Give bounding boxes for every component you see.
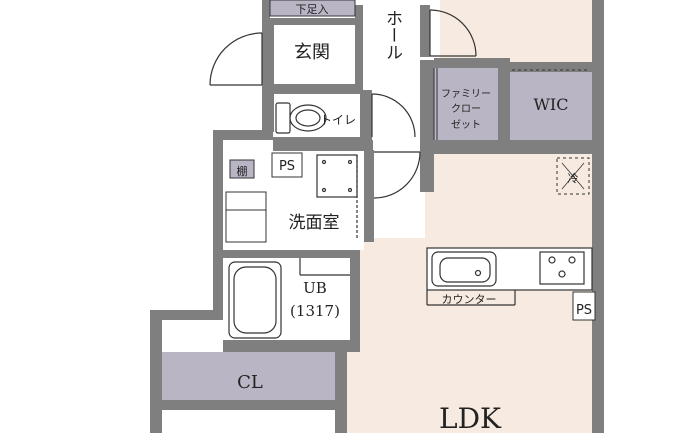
washroom-door[interactable] bbox=[373, 151, 421, 199]
lower-room bbox=[162, 410, 335, 433]
fridge-label: 冷 bbox=[568, 172, 579, 185]
ps-top-label: PS bbox=[279, 159, 295, 174]
hall-corridor bbox=[374, 150, 420, 190]
bedroom-floor bbox=[440, 0, 595, 62]
toilet-label: トイレ bbox=[320, 113, 356, 127]
family-closet bbox=[434, 68, 498, 140]
ps-right-label: PS bbox=[576, 303, 592, 318]
shoe-storage-outline bbox=[269, 0, 356, 17]
shoe-storage bbox=[270, 0, 355, 16]
hall-room bbox=[363, 5, 420, 90]
ps-top-box bbox=[271, 152, 303, 178]
ldk-label: LDK bbox=[439, 402, 502, 433]
hall-door[interactable] bbox=[429, 9, 477, 57]
cl-label: CL bbox=[237, 372, 263, 393]
hall-label: ホール bbox=[382, 10, 402, 61]
hall-lower bbox=[372, 90, 420, 140]
family-closet-label-2: クロー bbox=[451, 103, 481, 115]
genkan-room bbox=[274, 25, 355, 84]
senmenshitsu-label: 洗面室 bbox=[289, 213, 340, 233]
bathtub bbox=[228, 258, 350, 339]
family-closet-door[interactable] bbox=[433, 68, 438, 140]
svg-text:ホール: ホール bbox=[382, 10, 402, 61]
genkan-door[interactable] bbox=[209, 32, 263, 86]
shelf-fixture bbox=[225, 159, 267, 243]
fridge-space bbox=[556, 157, 590, 195]
wic-label: WIC bbox=[533, 95, 568, 114]
walls bbox=[150, 0, 604, 433]
washbasin-fixture bbox=[316, 154, 358, 240]
fridge-cross-2 bbox=[561, 162, 585, 190]
kitchen-counter bbox=[426, 247, 593, 306]
shelf-label: 棚 bbox=[237, 164, 248, 178]
ldk-floor bbox=[345, 152, 600, 433]
wic-area bbox=[510, 72, 592, 140]
ps-right-box bbox=[572, 291, 596, 321]
toilet-door[interactable] bbox=[371, 93, 416, 138]
storage-areas bbox=[162, 0, 592, 400]
genkan-label: 玄関 bbox=[294, 42, 330, 63]
toilet-fixture bbox=[275, 102, 327, 134]
ub-label: UB bbox=[303, 279, 327, 297]
family-closet-label-1: ファミリー bbox=[441, 89, 491, 100]
cl-area bbox=[162, 352, 335, 400]
ub-size-label: (1317) bbox=[290, 302, 340, 320]
counter-label: カウンター bbox=[442, 293, 497, 306]
family-closet-label-3: ゼット bbox=[451, 119, 481, 131]
shoe-storage-label: 下足入 bbox=[296, 3, 329, 16]
